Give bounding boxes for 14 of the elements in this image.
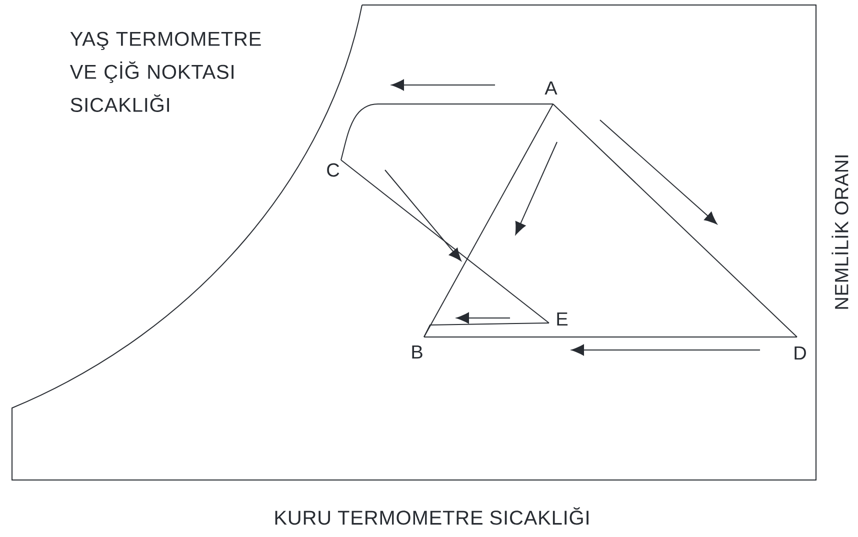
process-line: [424, 336, 798, 338]
process-line: [424, 322, 550, 338]
process-line: [552, 104, 798, 338]
process-line: [424, 104, 554, 338]
axis-label: YAŞ TERMOMETRE VE ÇİĞ NOKTASI SICAKLIĞI: [70, 32, 261, 112]
process-line: [340, 160, 550, 324]
point-label: C: [327, 163, 340, 177]
axis-label: NEMLİLİK ORANI: [832, 155, 848, 309]
point-label: A: [544, 81, 558, 95]
axis-label: KURU TERMOMETRE SICAKLIĞI: [275, 507, 588, 525]
point-label: D: [794, 346, 806, 360]
process-line: [340, 104, 554, 160]
point-label: B: [412, 345, 422, 359]
point-label: E: [557, 312, 568, 326]
